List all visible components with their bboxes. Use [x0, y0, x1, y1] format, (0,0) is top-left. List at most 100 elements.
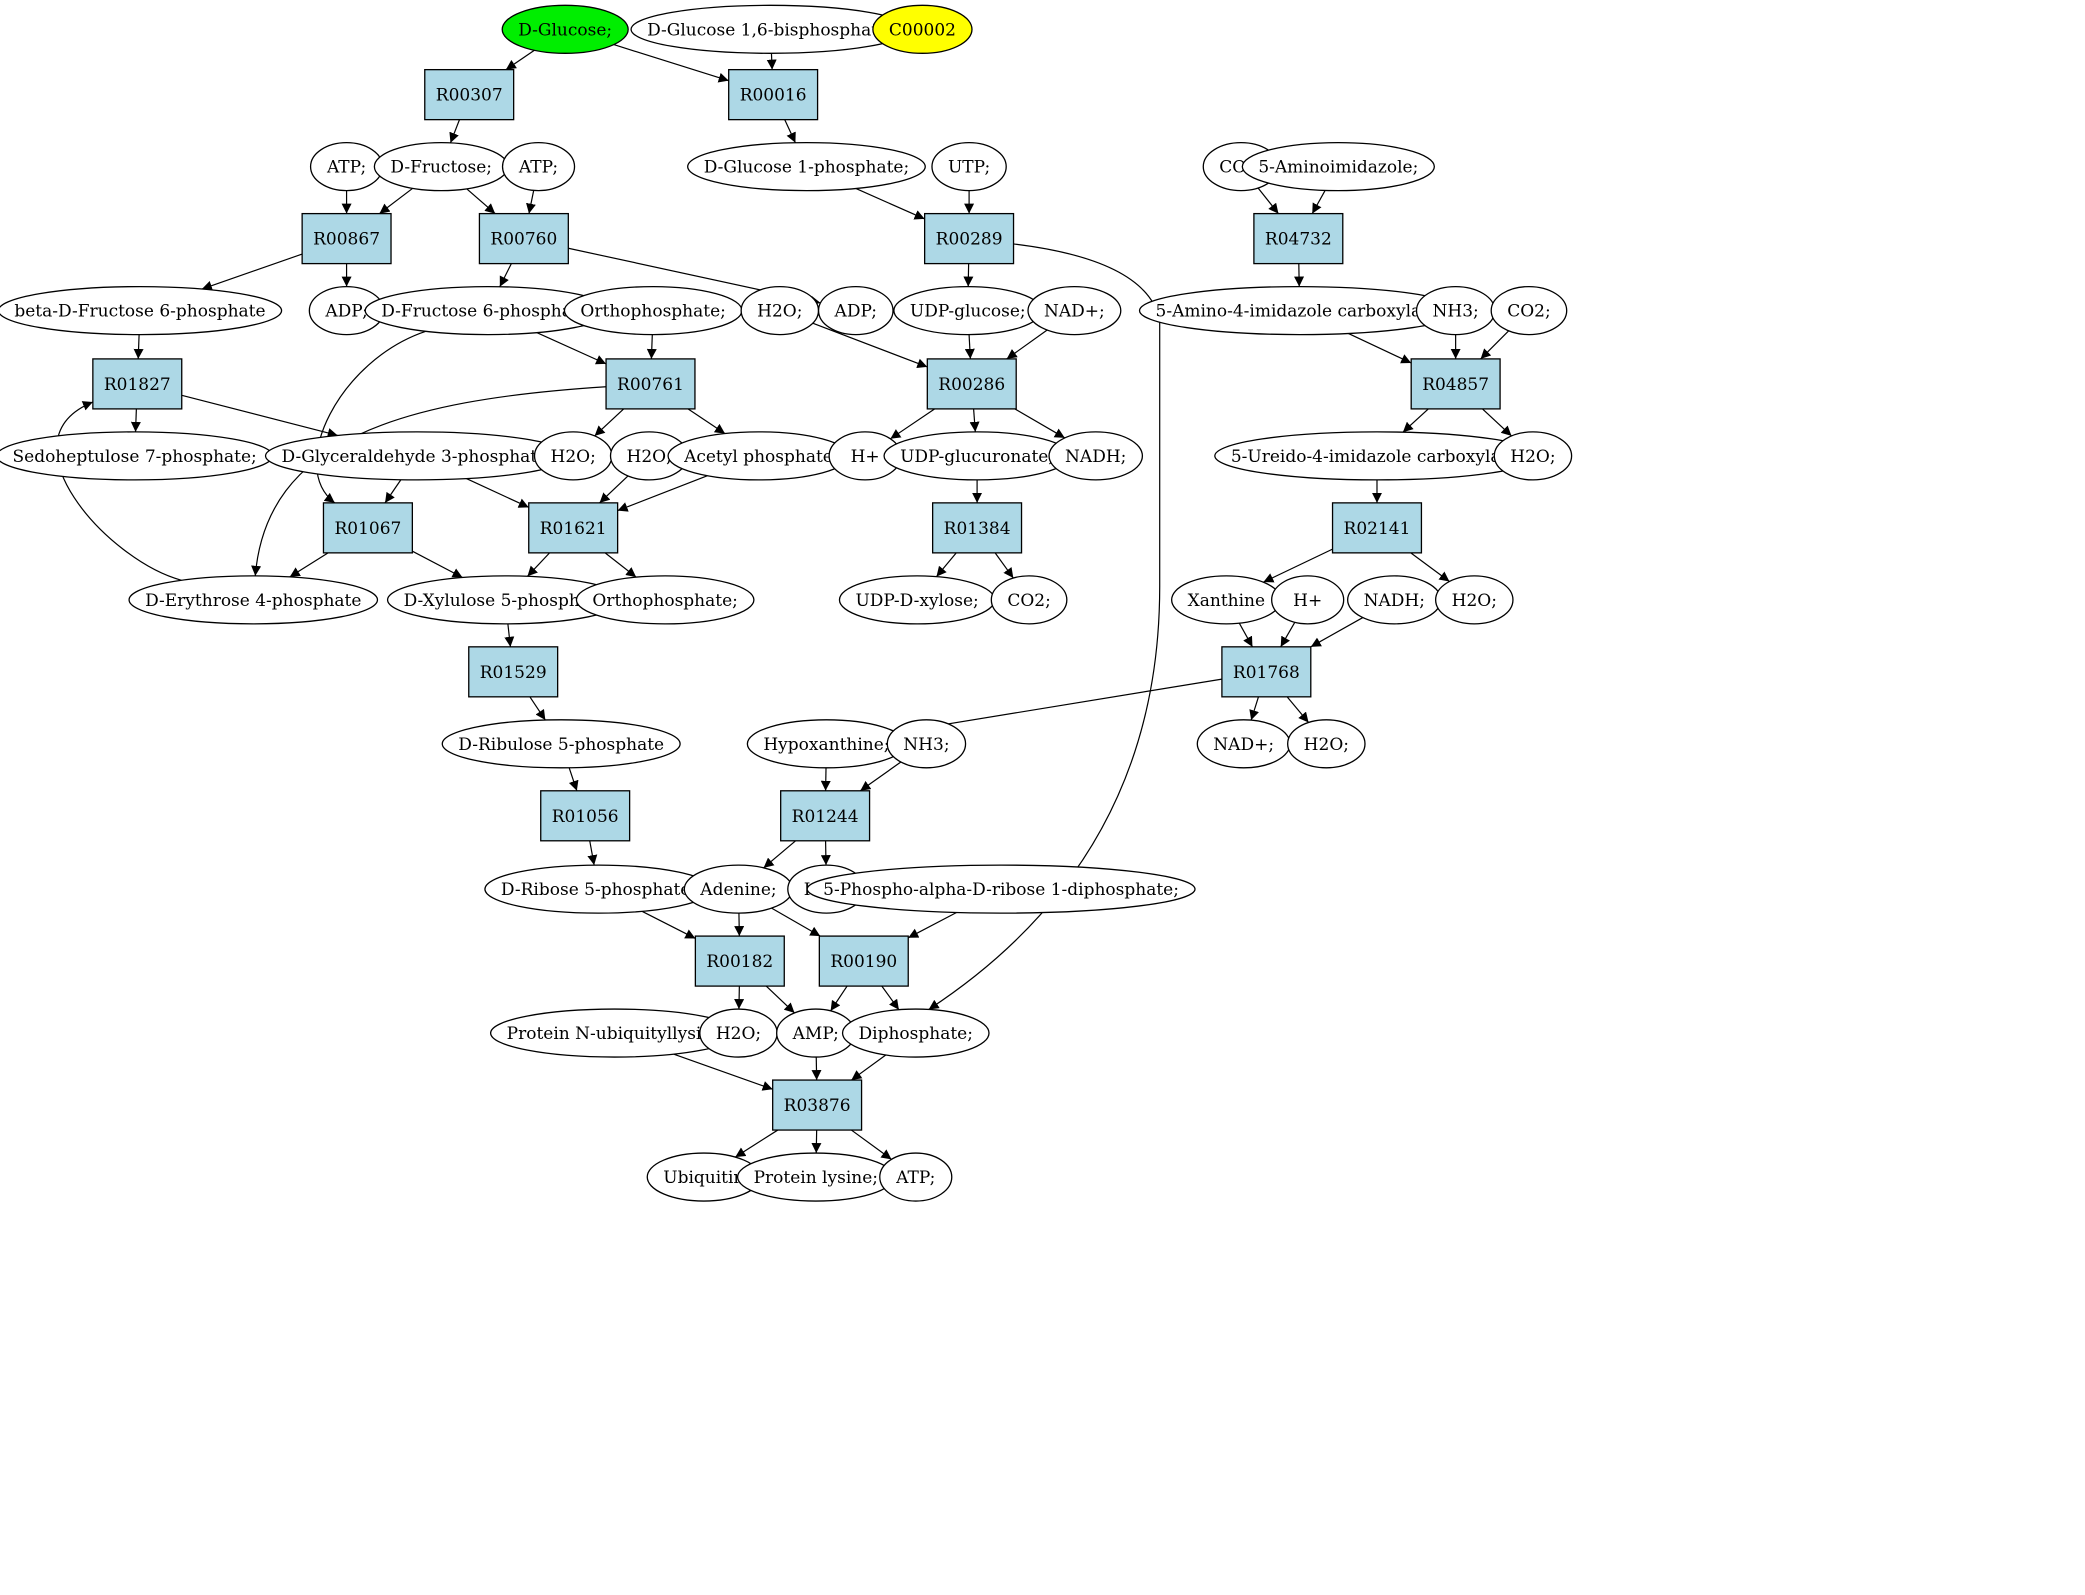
node-f6p: D-Fructose 6-phosphate; — [364, 285, 612, 336]
node-r00182: R00182 — [694, 935, 785, 987]
node-r00016: R00016 — [728, 68, 819, 121]
reaction-box — [528, 502, 619, 554]
edge-r01768-to-h2o_f — [1286, 696, 1310, 723]
node-r01244: R01244 — [780, 790, 871, 842]
reaction-box — [478, 212, 569, 265]
node-co2_b: CO2; — [1490, 285, 1568, 336]
reaction-box — [1253, 212, 1344, 265]
edge-r01067-to-e4p — [289, 552, 329, 578]
node-nadh_b: NADH; — [1346, 575, 1442, 625]
metabolite-ellipse — [501, 4, 629, 54]
node-label: NAD+; — [1044, 302, 1105, 322]
node-h2o_b: H2O; — [533, 431, 613, 481]
node-r01384: R01384 — [931, 502, 1023, 554]
edge-r01827-to-g3p — [181, 394, 338, 438]
node-hplus_b: H+ — [1271, 575, 1345, 625]
metabolite-ellipse — [931, 141, 1007, 192]
edge-r00867-to-bf6p — [201, 253, 303, 291]
reaction-box — [728, 68, 819, 121]
metabolite-ellipse — [841, 1008, 990, 1058]
metabolite-ellipse — [886, 719, 967, 769]
node-label: 5-Phospho-alpha-D-ribose 1-diphosphate; — [823, 880, 1179, 900]
edge-e4p-to-r01827 — [56, 401, 182, 581]
edge-xanthine-to-r01768 — [1238, 622, 1253, 648]
node-label: R00286 — [938, 375, 1005, 395]
reaction-box — [1221, 646, 1312, 698]
node-h2o_a: H2O; — [740, 285, 820, 336]
node-label: 5-Ureido-4-imidazole carboxylate; — [1231, 447, 1523, 467]
edge-r01384-to-co2_c — [994, 552, 1014, 579]
node-label: Orthophosphate; — [592, 591, 737, 611]
node-label: ADP; — [324, 302, 367, 322]
node-h2o_e: H2O; — [1434, 575, 1514, 625]
metabolite-ellipse — [501, 141, 576, 192]
node-label: R00289 — [936, 230, 1003, 250]
node-label: ATP; — [518, 158, 558, 178]
node-r03876: R03876 — [772, 1079, 863, 1131]
node-r5p: D-Ribose 5-phosphate; — [484, 864, 713, 914]
edge-r00016-to-g1p — [784, 119, 796, 143]
node-glucose: D-Glucose; — [501, 4, 629, 54]
edge-r00286-to-hplus_a — [890, 408, 936, 440]
node-acetylp: Acetyl phosphate — [667, 431, 850, 481]
reaction-box — [540, 790, 631, 842]
edge-r00286-to-nadh_a — [1014, 408, 1066, 439]
node-label: D-Fructose 6-phosphate; — [381, 302, 594, 322]
node-label: R03876 — [784, 1096, 851, 1116]
nodes-layer: D-Glucose;D-Glucose 1,6-bisphosphate;C00… — [0, 4, 1573, 1202]
edge-r03876-to-ubiquitin — [734, 1129, 779, 1158]
node-label: AMP; — [792, 1024, 839, 1044]
edge-r00182-to-amp — [765, 985, 795, 1014]
node-r00761: R00761 — [605, 358, 696, 410]
node-orthop2: Orthophosphate; — [575, 575, 755, 625]
metabolite-ellipse — [817, 285, 894, 336]
reaction-box — [301, 212, 392, 265]
edge-r01529-to-ru5p — [529, 696, 546, 721]
edge-g3p-to-r01621 — [466, 478, 529, 508]
node-r01529: R01529 — [468, 646, 559, 698]
node-nadp2: NAD+; — [1196, 719, 1291, 769]
edge-fructose-to-r00760 — [466, 188, 496, 215]
node-r04857: R04857 — [1410, 358, 1501, 410]
node-label: R01621 — [540, 519, 607, 539]
node-adp1: ADP; — [308, 285, 385, 336]
edge-udpglc-to-r00286 — [964, 334, 975, 359]
node-g3p: D-Glyceraldehyde 3-phosphate; — [264, 431, 570, 481]
edge-diphos-to-r03876 — [851, 1054, 887, 1081]
edge-orthop1-to-r00761 — [646, 334, 657, 359]
edge-r01768-to-hypox — [895, 678, 1222, 736]
edge-bf6p-to-r01827 — [133, 334, 144, 359]
edge-r01621-to-orthop2 — [604, 552, 637, 578]
metabolite-ellipse — [872, 4, 973, 54]
edge-g3p-to-r01067 — [384, 479, 402, 504]
edge-r02141-to-xanthine — [1263, 548, 1333, 583]
edge-hplus_b-to-r01768 — [1280, 621, 1296, 648]
node-label: R02141 — [1344, 519, 1411, 539]
node-label: D-Glucose; — [518, 20, 612, 40]
node-nadp: NAD+; — [1027, 285, 1122, 336]
edge-r00286-to-udpglcur — [969, 408, 980, 432]
node-label: D-Ribulose 5-phosphate — [458, 735, 664, 755]
node-atp3: ATP; — [879, 1152, 953, 1202]
node-prpp: 5-Phospho-alpha-D-ribose 1-diphosphate; — [806, 864, 1196, 914]
node-label: Orthophosphate; — [580, 302, 725, 322]
node-label: ATP; — [895, 1168, 935, 1188]
node-label: NAD+; — [1213, 735, 1274, 755]
reaction-box — [424, 68, 515, 121]
node-nh3_a: NH3; — [1415, 285, 1496, 336]
node-atp2: ATP; — [501, 141, 576, 192]
node-label: D-Glyceraldehyde 3-phosphate; — [282, 447, 553, 467]
edge-glucose-to-r00016 — [613, 44, 729, 83]
node-aminoimid: 5-Aminoimidazole; — [1241, 141, 1435, 192]
metabolite-ellipse — [879, 1152, 953, 1202]
node-label: H2O; — [1304, 735, 1349, 755]
node-label: H2O; — [551, 447, 596, 467]
reaction-box — [1331, 502, 1423, 554]
reaction-box — [931, 502, 1023, 554]
metabolite-ellipse — [687, 141, 926, 192]
node-r00867: R00867 — [301, 212, 392, 265]
node-label: Protein lysine; — [754, 1168, 878, 1188]
node-co2_c: CO2; — [990, 575, 1068, 625]
node-r01067: R01067 — [322, 502, 414, 554]
